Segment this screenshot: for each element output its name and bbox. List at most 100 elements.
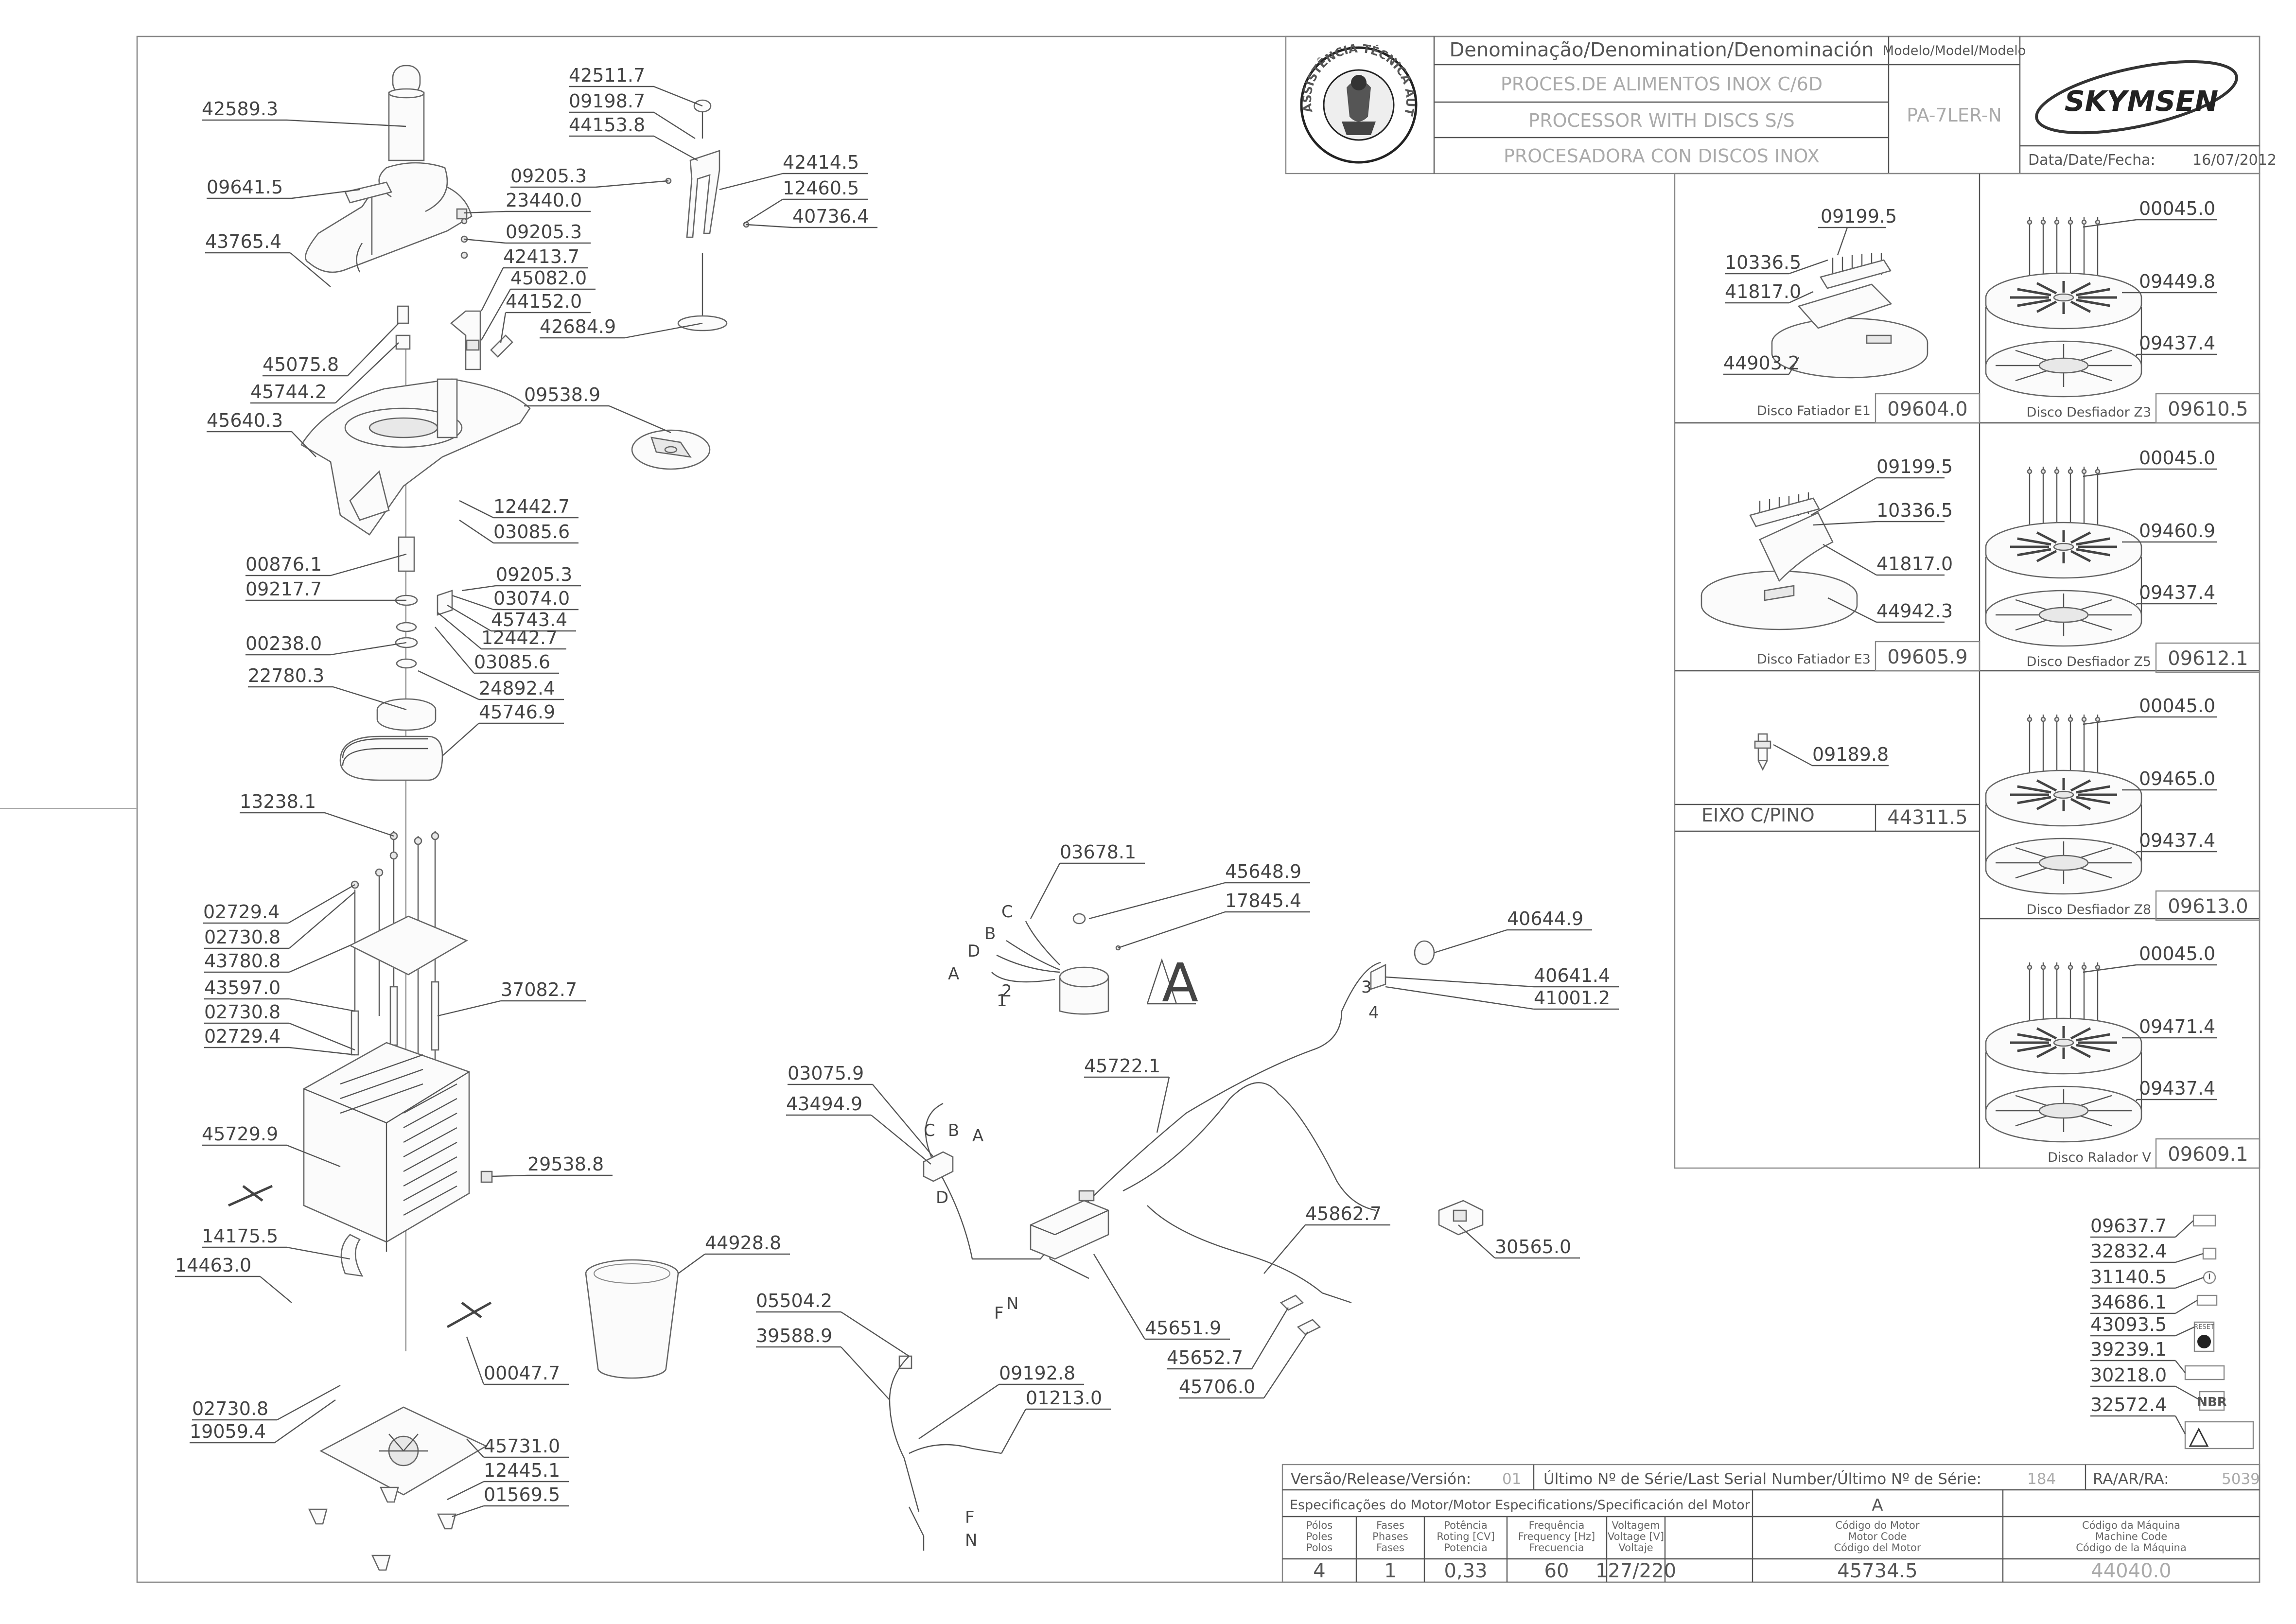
spec-header-power: Roting [CV] — [1437, 1531, 1494, 1542]
disc-z8-name: Disco Desfiador Z8 — [2027, 902, 2151, 917]
motor-and-wiring — [889, 913, 1484, 1551]
callout-leader — [918, 1384, 999, 1439]
callout-45075-8: 45075.8 — [263, 354, 339, 375]
nbr-label-icon — [2199, 1391, 2225, 1411]
callout-leader — [260, 1276, 292, 1303]
e3-name: Disco Fatiador E3 — [1757, 652, 1871, 667]
wire-letter: C — [1001, 902, 1013, 922]
callout-09205-3b: 09205.3 — [506, 221, 582, 243]
callout-45731-0: 45731.0 — [484, 1435, 560, 1457]
callout-45082-0: 45082.0 — [510, 267, 587, 289]
poles-value: 4 — [1313, 1560, 1325, 1582]
label-09637-icon — [2192, 1214, 2216, 1227]
callout-40644-9: 40644.9 — [1507, 908, 1583, 929]
callout-leader — [719, 173, 783, 191]
reset-label-icon — [2193, 1321, 2215, 1352]
phases-value: 1 — [1384, 1560, 1396, 1582]
callout-leader — [459, 520, 494, 543]
callout-leader — [452, 1505, 484, 1518]
callout-leader — [1385, 976, 1534, 988]
callout-45706-0: 45706.0 — [1179, 1376, 1255, 1397]
spec-header-poles: Polos — [1306, 1542, 1332, 1554]
spec-header-volt: Voltagem — [1612, 1519, 1660, 1531]
callout-leader — [2175, 1360, 2186, 1373]
callout-39239-1: 39239.1 — [2090, 1339, 2167, 1360]
callout-leader — [289, 998, 355, 1012]
pusher — [388, 65, 425, 161]
wire-letter: D — [967, 942, 980, 961]
wire-letter: 2 — [1001, 981, 1012, 1001]
wire-letter: C — [924, 1121, 935, 1140]
callout-32572-4: 32572.4 — [2090, 1394, 2167, 1415]
callout-leader — [2175, 1220, 2194, 1238]
callout-09217-7: 09217.7 — [245, 578, 322, 600]
disc-z5-callout-2: 09460.9 — [2139, 520, 2215, 541]
callout-leader — [437, 1000, 501, 1017]
version-value: 01 — [1502, 1470, 1521, 1488]
eixo-code: 44311.5 — [1887, 806, 1967, 829]
callout-leader — [653, 135, 698, 161]
callout-leader — [286, 1144, 341, 1168]
disc-z8-callout-3: 09437.4 — [2139, 830, 2215, 851]
title-block: ASSISTÊNCIA TÉCNICA AUTORIZADA Denominaç… — [0, 0, 2277, 175]
locking-fork — [665, 99, 750, 332]
wire-letter: A — [948, 964, 959, 984]
callout-45746-9: 45746.9 — [479, 701, 555, 723]
spec-header-freq: Frequency [Hz] — [1518, 1531, 1595, 1542]
callout-23440-0: 23440.0 — [506, 190, 582, 211]
callout-leader — [464, 210, 506, 214]
switch — [1438, 1200, 1484, 1236]
spec-header-motor-code: Código do Motor — [1835, 1519, 1919, 1531]
callout-leader — [466, 1336, 485, 1385]
label-stickers: RESET NBR — [2184, 1214, 2254, 1449]
callout-45729-9: 45729.9 — [202, 1123, 278, 1145]
callout-05504-2: 05504.2 — [756, 1290, 832, 1311]
callout-leader — [1251, 1307, 1289, 1369]
e1-callout-2: 10336.5 — [1725, 252, 1801, 273]
callout-leader — [347, 323, 399, 376]
disc-z5-code: 09612.1 — [2168, 647, 2248, 670]
callout-leader — [291, 189, 360, 199]
callout-leader — [871, 1115, 931, 1165]
callout-leader — [1458, 1224, 1495, 1258]
callout-leader — [442, 723, 479, 756]
callout-01569-5: 01569.5 — [484, 1484, 560, 1505]
callout-leader — [746, 224, 793, 228]
product-name-pt: PROCES.DE ALIMENTOS INOX C/6D — [1501, 73, 1823, 95]
motor — [1059, 913, 1196, 1015]
callout-42413-7: 42413.7 — [503, 246, 579, 267]
callout-leader — [277, 1384, 341, 1421]
callout-leader — [1385, 986, 1534, 1010]
callout-leader — [609, 405, 671, 434]
callout-03074-0: 03074.0 — [493, 588, 570, 609]
callout-leader — [452, 594, 494, 611]
ra-label: RA/AR/RA: — [2093, 1470, 2169, 1488]
callout-leader — [464, 238, 506, 244]
disc-z8-code: 09613.0 — [2168, 895, 2248, 918]
callout-leader — [841, 1346, 890, 1400]
wire-letter: N — [965, 1531, 977, 1550]
food-container — [585, 1259, 679, 1379]
disc-v-callout-3: 09437.4 — [2139, 1078, 2215, 1099]
callout-09198-7: 09198.7 — [569, 90, 645, 112]
callout-43780-8: 43780.8 — [204, 950, 280, 972]
callout-leader — [435, 627, 474, 674]
callout-22780-3: 22780.3 — [248, 665, 324, 686]
callout-leader — [288, 884, 355, 924]
callout-12442-7b: 12442.7 — [481, 627, 558, 648]
wire-letter: F — [965, 1508, 975, 1527]
callout-leader — [289, 944, 351, 973]
product-name-en: PROCESSOR WITH DISCS S/S — [1528, 110, 1794, 131]
eixo-callout: 09189.8 — [1812, 744, 1889, 765]
callout-42589-3: 42589.3 — [202, 98, 278, 120]
disc-z5-callout-3: 09437.4 — [2139, 582, 2215, 603]
e1-callout-4: 44903.2 — [1723, 352, 1800, 374]
eixo-panel: 09189.8 EIXO C/PINO 44311.5 — [1701, 733, 1968, 829]
disc-e3-panel: 09199.5 10336.5 41817.0 44942.3 Disco Fa… — [1700, 456, 1981, 672]
callout-leader — [2175, 1385, 2200, 1401]
product-name-es: PROCESADORA CON DISCOS INOX — [1504, 145, 1820, 167]
disc-v-code: 09609.1 — [2168, 1143, 2248, 1166]
callout-leader — [1000, 1409, 1027, 1454]
